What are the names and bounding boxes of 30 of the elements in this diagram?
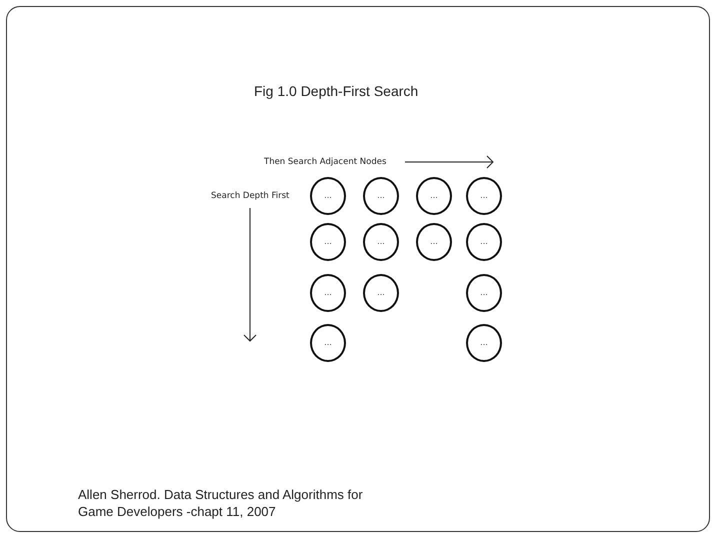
node-text: ... bbox=[377, 192, 385, 200]
circle-node bbox=[416, 177, 452, 215]
node-text: ... bbox=[480, 238, 488, 246]
circle-node bbox=[416, 223, 452, 261]
node-text: ... bbox=[377, 289, 385, 297]
circle-node bbox=[310, 274, 346, 312]
citation-caption: Allen Sherrod. Data Structures and Algorithms for Game Developers -chapt 11, 2007 bbox=[78, 486, 364, 520]
node-text: ... bbox=[480, 192, 488, 200]
circle-node bbox=[363, 223, 399, 261]
node-text: ... bbox=[480, 289, 488, 297]
node-text: ... bbox=[324, 339, 332, 347]
node-text: ... bbox=[324, 192, 332, 200]
circle-node bbox=[363, 177, 399, 215]
circle-node bbox=[310, 177, 346, 215]
node-text: ... bbox=[430, 238, 438, 246]
node-text: ... bbox=[480, 339, 488, 347]
circle-node bbox=[363, 274, 399, 312]
circle-node bbox=[310, 223, 346, 261]
direction-label: Then Search Adjacent Nodes bbox=[264, 157, 386, 167]
circle-node bbox=[466, 223, 502, 261]
node-text: ... bbox=[324, 289, 332, 297]
node-text: ... bbox=[377, 238, 385, 246]
node-text: ... bbox=[324, 238, 332, 246]
node-text: ... bbox=[430, 192, 438, 200]
figure-title: Fig 1.0 Depth-First Search bbox=[254, 83, 418, 99]
circle-node bbox=[466, 177, 502, 215]
circle-node bbox=[466, 274, 502, 312]
circle-node bbox=[310, 324, 346, 362]
circle-node bbox=[466, 324, 502, 362]
direction-label: Search Depth First bbox=[211, 191, 290, 201]
